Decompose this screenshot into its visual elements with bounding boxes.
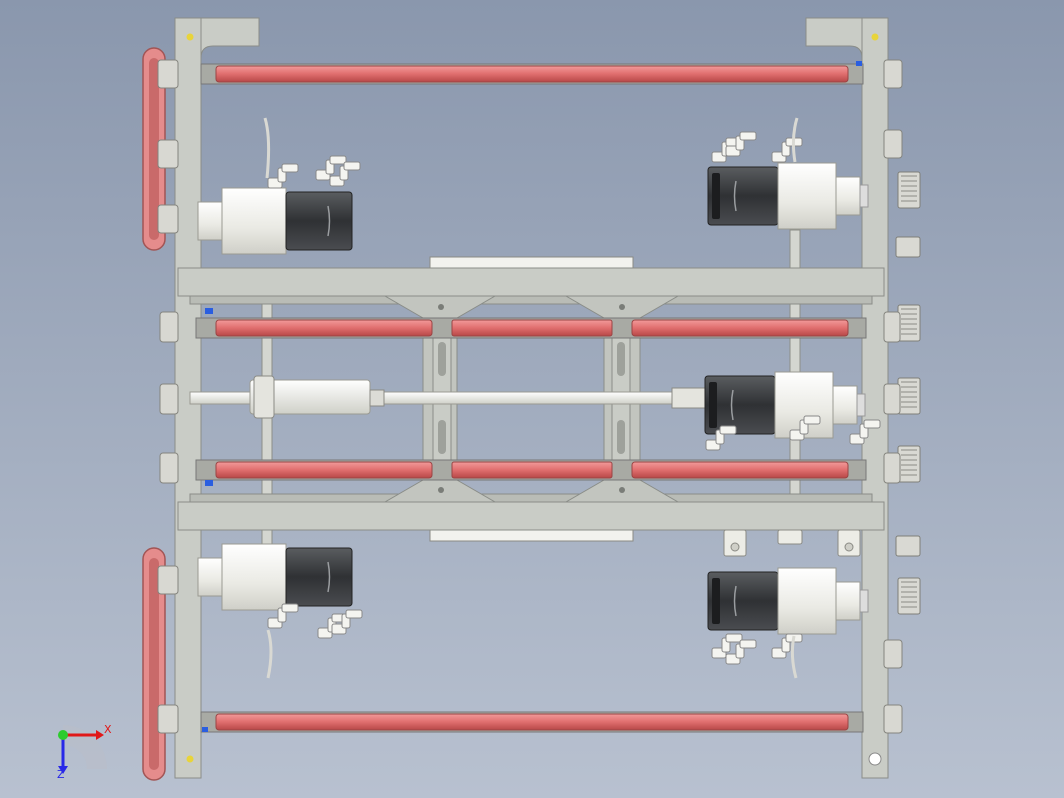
coordinate-triad: X Z (57, 723, 112, 781)
z-axis-label: Z (57, 768, 65, 781)
left-bearing-blocks (157, 59, 179, 734)
upper-right-motor (707, 162, 869, 230)
lower-brackets (723, 529, 861, 557)
top-roller (200, 63, 864, 85)
sensor-whiskers (263, 117, 799, 679)
middle-upper-roller (195, 317, 867, 339)
lower-left-motor (197, 543, 353, 611)
right-pulleys (895, 171, 921, 615)
middle-lower-roller (195, 459, 867, 481)
blue-sensors (202, 61, 862, 732)
lower-right-motor (707, 567, 869, 635)
upper-left-motor (197, 187, 353, 255)
bottom-roller (200, 711, 864, 733)
x-axis-label: X (104, 723, 112, 736)
center-lead-screw (189, 375, 711, 419)
right-bearing-blocks (883, 59, 903, 734)
